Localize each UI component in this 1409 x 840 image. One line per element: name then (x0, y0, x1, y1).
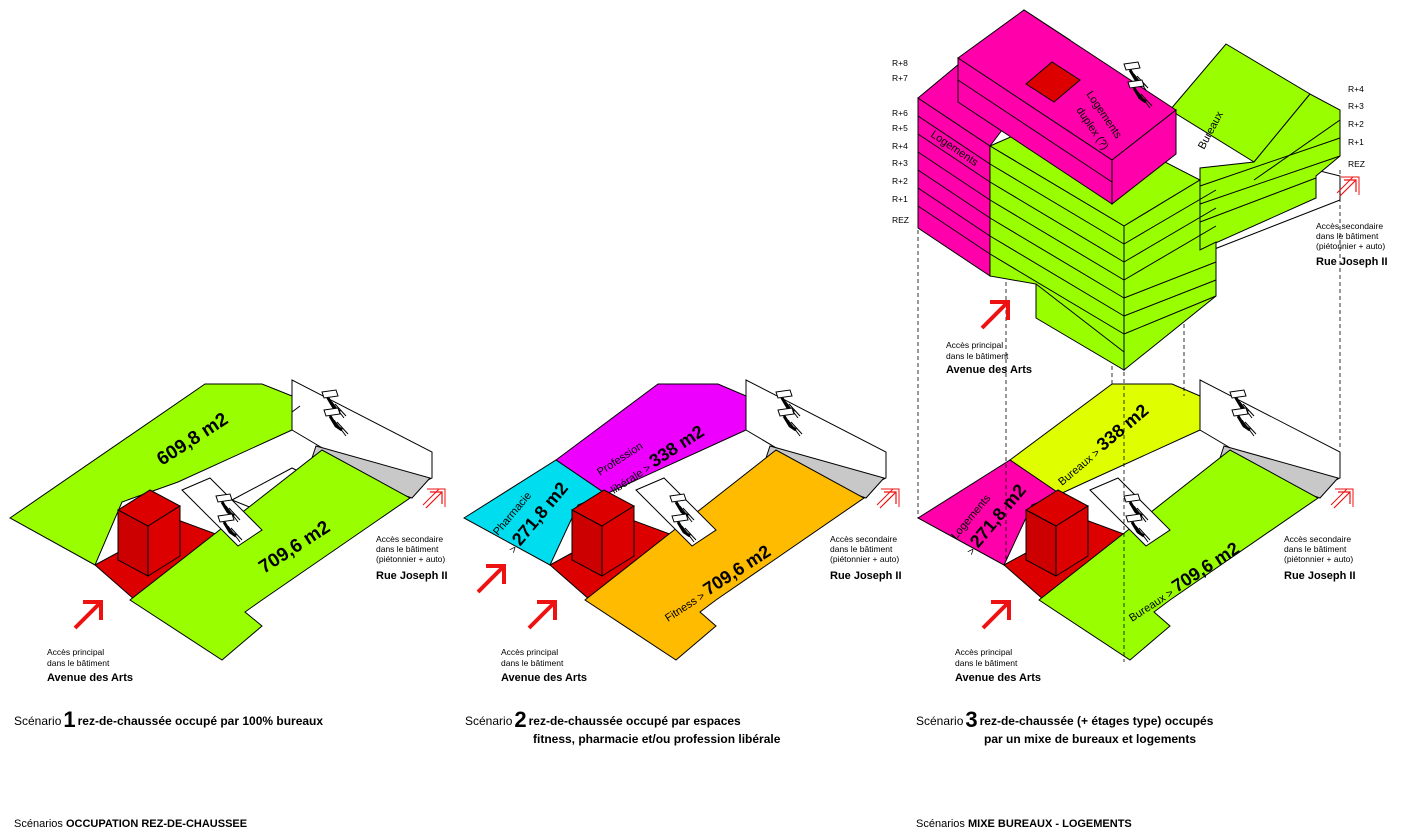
level-r1: R+1 (892, 194, 908, 204)
scenario-3-secondary-access-arrow (1330, 488, 1354, 509)
level-rez: REZ (892, 215, 909, 225)
building-secondary-access-street: Rue Joseph II (1316, 256, 1388, 268)
footer-left: Scénarios OCCUPATION REZ-DE-CHAUSSEE (14, 818, 247, 830)
building-main-access-street: Avenue des Arts (946, 364, 1032, 376)
scenario-2-main-access-l1: Accès principal (501, 647, 558, 657)
scenario-1-green-top (9, 383, 293, 566)
scenario-3-main-access-l2: dans le bâtiment (955, 658, 1018, 668)
scenario-2-main-access-l2: dans le bâtiment (501, 658, 564, 668)
building-secondary-access-l1: Accès secondaire (1316, 221, 1383, 231)
right-level-rez: REZ (1348, 159, 1365, 169)
right-level-r2: R+2 (1348, 119, 1364, 129)
level-r8: R+8 (892, 58, 908, 68)
scenario-3-green-zone (1038, 449, 1319, 661)
right-level-r1: R+1 (1348, 137, 1364, 147)
scenario-2-red-cube (571, 489, 635, 577)
scenario-1-secondary-access-l2: dans le bâtiment (376, 544, 439, 554)
scenario-1-secondary-access-l1: Accès secondaire (376, 534, 443, 544)
level-r6: R+6 (892, 108, 908, 118)
footer-prefix: Scénarios (916, 818, 965, 830)
scenario-1-main-access-l2: dans le bâtiment (47, 658, 110, 668)
level-r5: R+5 (892, 123, 908, 133)
scenario-2-plan: Profession libérale > 338 m2 Pharmacie >… (463, 379, 902, 684)
scenario-3-lime-zone (1009, 383, 1201, 495)
scenario-2-orange-zone (584, 449, 865, 661)
scenario-3-secondary-access-l3: (piétonnier + auto) (1284, 554, 1353, 564)
caption-prefix: Scénario (916, 714, 964, 728)
scenario-3-secondary-access-street: Rue Joseph II (1284, 570, 1356, 582)
caption-text-line2: fitness, pharmacie et/ou profession libé… (533, 732, 781, 746)
scenario-2-side-arrow (476, 564, 506, 594)
scenario-2-violet-zone (555, 383, 747, 495)
level-r4: R+4 (892, 141, 908, 151)
right-level-r3: R+3 (1348, 101, 1364, 111)
scenario-3-secondary-access-l2: dans le bâtiment (1284, 544, 1347, 554)
scenario-2-secondary-access-street: Rue Joseph II (830, 570, 902, 582)
caption-number: 1 (63, 707, 76, 732)
caption-prefix: Scénario (465, 714, 513, 728)
scenario-1-main-access-l1: Accès principal (47, 647, 104, 657)
caption-number: 3 (965, 707, 978, 732)
scenario-2-secondary-access-l3: (piétonnier + auto) (830, 554, 899, 564)
scenario-1-plan: 609,8 m2 709,6 m2 Accès principal dans l… (9, 379, 448, 684)
scenario-3-main-access-street: Avenue des Arts (955, 672, 1041, 684)
scenario-1-secondary-access-street: Rue Joseph II (376, 570, 448, 582)
scenario-3-building: Logements duplex (?) Logements Bureaux R… (892, 9, 1388, 376)
right-level-r4: R+4 (1348, 84, 1364, 94)
right-level-labels: R+4 R+3 R+2 R+1 REZ (1348, 84, 1365, 169)
footer-right: Scénarios MIXE BUREAUX - LOGEMENTS (916, 818, 1132, 830)
building-main-access-l1: Accès principal (946, 340, 1003, 350)
caption-text: rez-de-chaussée occupé par espaces (528, 714, 741, 728)
level-r3: R+3 (892, 158, 908, 168)
scenario-2-secondary-access-arrow (876, 488, 900, 509)
building-main-access-l2: dans le bâtiment (946, 351, 1009, 361)
scenario-2-main-access-street: Avenue des Arts (501, 672, 587, 684)
scenario-3-main-access-l1: Accès principal (955, 647, 1012, 657)
building-main-access-arrow (980, 300, 1010, 330)
caption-text: rez-de-chaussée occupé par 100% bureaux (77, 714, 324, 728)
footer-title: MIXE BUREAUX - LOGEMENTS (967, 818, 1132, 830)
caption-prefix: Scénario (14, 714, 62, 728)
level-r2: R+2 (892, 176, 908, 186)
scenario-1-red-cube (117, 489, 181, 577)
scenario-1-secondary-access-l3: (piétonnier + auto) (376, 554, 445, 564)
scenario-3-plan: Bureaux > 338 m2 Logements > 271,8 m2 Bu… (917, 379, 1356, 684)
level-r7: R+7 (892, 73, 908, 83)
scenario-1-main-access-street: Avenue des Arts (47, 672, 133, 684)
scenario-2-secondary-access-l2: dans le bâtiment (830, 544, 893, 554)
building-secondary-access-l3: (piétonnier + auto) (1316, 241, 1385, 251)
footer-title: OCCUPATION REZ-DE-CHAUSSEE (65, 818, 248, 830)
footer-prefix: Scénarios (14, 818, 63, 830)
scenario-1-green-right (129, 449, 411, 661)
scenario-3-main-access-arrow (981, 600, 1011, 630)
duplex-red-square (1025, 61, 1081, 103)
caption-text: rez-de-chaussée (+ étages type) occupés (979, 714, 1214, 728)
caption-text-line2: par un mixe de bureaux et logements (984, 732, 1197, 746)
building-secondary-access-l2: dans le bâtiment (1316, 231, 1379, 241)
scenario-1-main-access-arrow (73, 600, 103, 630)
scenario-2-secondary-access-l1: Accès secondaire (830, 534, 897, 544)
scenario-3-secondary-access-l1: Accès secondaire (1284, 534, 1351, 544)
scenario-1-secondary-access-arrow (422, 488, 446, 509)
caption-number: 2 (514, 707, 527, 732)
scenario-2-main-access-arrow (527, 600, 557, 630)
left-level-labels: R+8 R+7 R+6 R+5 R+4 R+3 R+2 R+1 REZ (892, 58, 909, 225)
scenario-3-red-cube (1025, 489, 1089, 577)
